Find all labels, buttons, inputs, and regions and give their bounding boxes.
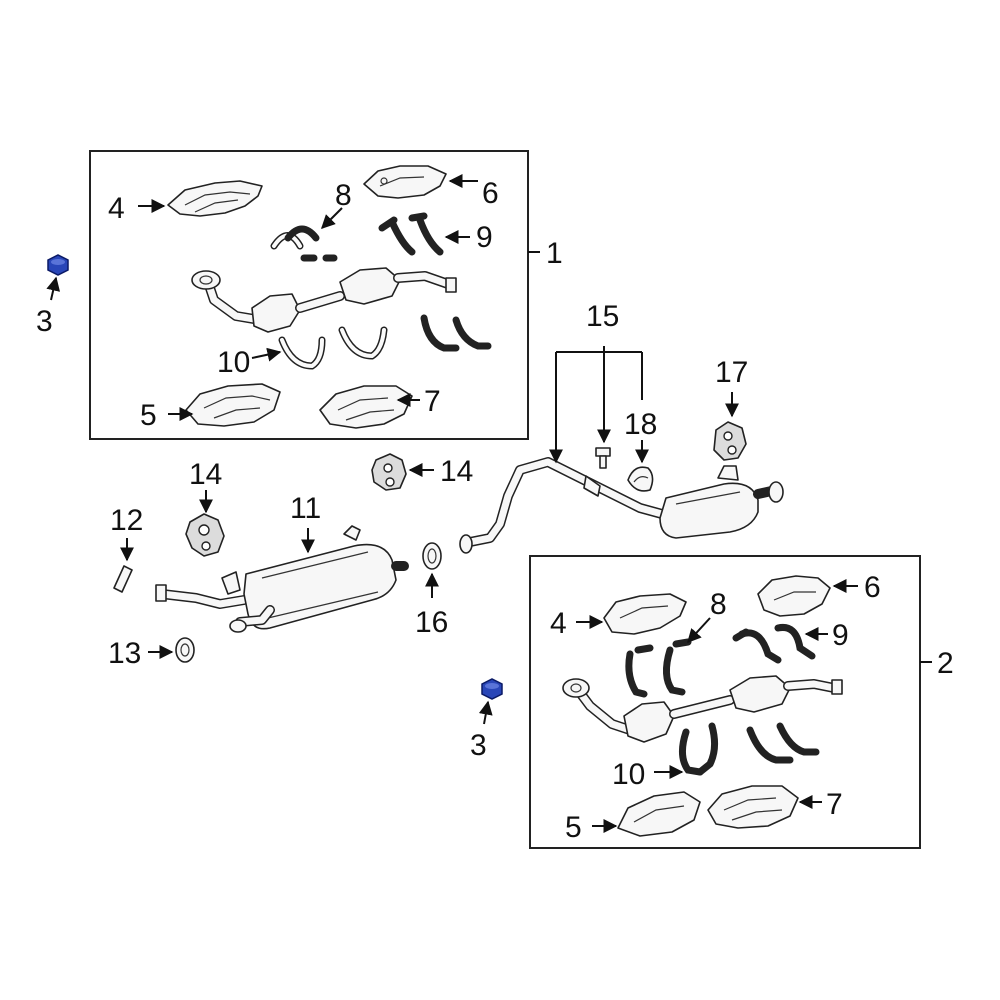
callout-13: 13 xyxy=(108,637,141,670)
callout-9b: 9 xyxy=(832,619,849,652)
front-pipe-converter-1[interactable] xyxy=(191,267,457,333)
callout-12: 12 xyxy=(110,504,143,537)
callout-10a: 10 xyxy=(217,346,250,379)
callout-8a: 8 xyxy=(335,179,352,212)
callout-9a: 9 xyxy=(476,221,493,254)
callout-3b: 3 xyxy=(470,729,487,762)
gasket-16[interactable] xyxy=(422,542,442,570)
gasket-13[interactable] xyxy=(175,637,195,663)
bracket-clamp-9[interactable] xyxy=(378,212,444,256)
callout-16: 16 xyxy=(415,606,448,639)
callout-7b: 7 xyxy=(826,788,843,821)
upper-heat-shield-4-box2[interactable] xyxy=(603,593,687,635)
bracket-clamp-8[interactable] xyxy=(270,225,338,262)
bracket-clamp-10-box2[interactable] xyxy=(679,722,820,776)
bracket-clamp-9-box2[interactable] xyxy=(732,623,816,664)
callout-15-leader xyxy=(549,346,643,464)
callout-15: 15 xyxy=(586,300,619,333)
callout-5a: 5 xyxy=(140,399,157,432)
callout-6a: 6 xyxy=(482,177,499,210)
bracket-clamp-8-box2[interactable] xyxy=(625,638,692,698)
callout-3a: 3 xyxy=(36,305,53,338)
front-pipe-converter-2[interactable] xyxy=(562,675,843,743)
callout-7a: 7 xyxy=(424,385,441,418)
bolt-15[interactable] xyxy=(595,447,611,469)
exhaust-hanger-14-center[interactable] xyxy=(371,453,407,491)
callout-14b: 14 xyxy=(440,455,473,488)
bracket-clamp-10[interactable] xyxy=(278,314,492,370)
clamp-18[interactable] xyxy=(627,466,654,492)
lower-heat-shield-5-box2[interactable] xyxy=(617,791,701,837)
flange-nut-3-left[interactable] xyxy=(47,254,69,276)
lower-heat-shield-5[interactable] xyxy=(185,383,281,427)
callout-10b: 10 xyxy=(612,758,645,791)
pin-12[interactable] xyxy=(113,565,133,593)
callout-17: 17 xyxy=(715,356,748,389)
callout-2: 2 xyxy=(937,647,954,680)
callout-8b: 8 xyxy=(710,588,727,621)
flange-nut-3-center[interactable] xyxy=(481,678,503,700)
converter-heat-shield-6-box2[interactable] xyxy=(757,575,831,617)
exhaust-hanger-17[interactable] xyxy=(713,421,747,461)
upper-heat-shield-4[interactable] xyxy=(167,180,263,217)
callout-14a: 14 xyxy=(189,458,222,491)
converter-heat-shield-6[interactable] xyxy=(363,165,447,199)
callout-4b: 4 xyxy=(550,607,567,640)
converter-lower-heat-shield-7[interactable] xyxy=(319,385,413,429)
assembly-box-1 xyxy=(89,150,540,440)
callout-11: 11 xyxy=(290,492,321,525)
assembly-box-2 xyxy=(529,555,932,849)
center-muffler-11[interactable] xyxy=(155,525,409,633)
callout-18: 18 xyxy=(624,408,657,441)
callout-1: 1 xyxy=(546,237,563,270)
callout-5b: 5 xyxy=(565,811,582,844)
exhaust-hanger-14-left[interactable] xyxy=(185,513,225,557)
callout-6b: 6 xyxy=(864,571,881,604)
callout-4a: 4 xyxy=(108,192,125,225)
converter-lower-heat-shield-7-box2[interactable] xyxy=(707,785,799,829)
tailpipe-assembly-15[interactable] xyxy=(459,457,784,554)
